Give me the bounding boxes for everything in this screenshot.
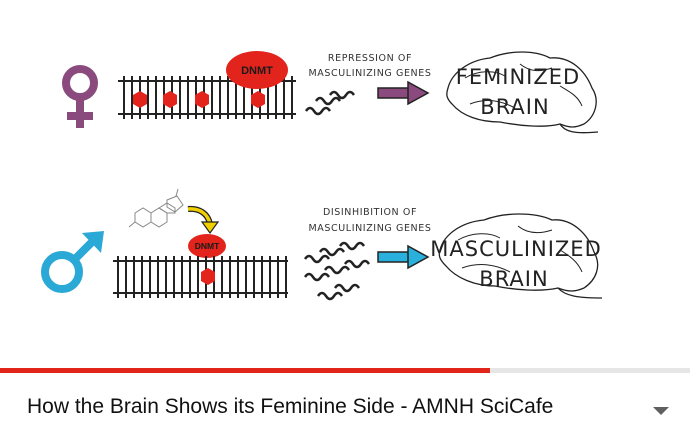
- video-title[interactable]: How the Brain Shows its Feminine Side - …: [27, 395, 554, 418]
- male-caption-line1: DISINHIBITION OF: [323, 207, 417, 218]
- male-brain-label-line2: BRAIN: [479, 267, 548, 291]
- male-dnmt-enzyme: DNMT: [188, 234, 226, 258]
- male-dnmt-label: DNMT: [195, 241, 220, 251]
- female-arrow: [377, 80, 430, 106]
- female-brain-outline: [446, 51, 599, 134]
- male-symbol: [41, 231, 104, 293]
- male-caption-line2: MASCULINIZING GENES: [308, 223, 431, 234]
- male-methyl-groups: [201, 268, 215, 285]
- female-caption-line2: MASCULINIZING GENES: [308, 68, 431, 79]
- methyl-hexagon: [195, 91, 209, 108]
- female-dnmt-enzyme: DNMT: [226, 51, 288, 89]
- female-brain-label-line2: BRAIN: [480, 95, 549, 119]
- male-arrow: [377, 244, 430, 270]
- female-brain-label-line1: FEMINIZED: [456, 65, 580, 89]
- methyl-hexagon: [163, 91, 177, 108]
- video-frame[interactable]: DNMT REPRESSION OF MASCULINIZING GENES F…: [0, 0, 690, 372]
- female-methyl-groups: [133, 91, 265, 108]
- video-info-row: How the Brain Shows its Feminine Side - …: [0, 373, 690, 427]
- male-transcripts: [303, 241, 371, 301]
- hormone-arrow: [187, 205, 220, 235]
- methyl-hexagon: [133, 91, 147, 108]
- male-dna: [113, 256, 288, 298]
- methyl-hexagon: [251, 91, 265, 108]
- video-progress-bar[interactable]: [0, 368, 690, 373]
- female-symbol: [62, 65, 98, 128]
- female-dnmt-label: DNMT: [241, 65, 273, 77]
- female-transcripts: [304, 90, 356, 116]
- expand-description-button[interactable]: [650, 403, 672, 419]
- male-brain-outline: [438, 213, 603, 299]
- methyl-hexagon: [201, 268, 215, 285]
- diagram-svg: DNMT REPRESSION OF MASCULINIZING GENES F…: [41, 51, 603, 301]
- hormone-molecule: [128, 188, 184, 228]
- female-caption-line1: REPRESSION OF: [328, 53, 412, 64]
- male-brain-label-line1: MASCULINIZED: [430, 237, 601, 261]
- chevron-down-icon: [653, 407, 669, 415]
- video-progress-fill: [0, 368, 490, 373]
